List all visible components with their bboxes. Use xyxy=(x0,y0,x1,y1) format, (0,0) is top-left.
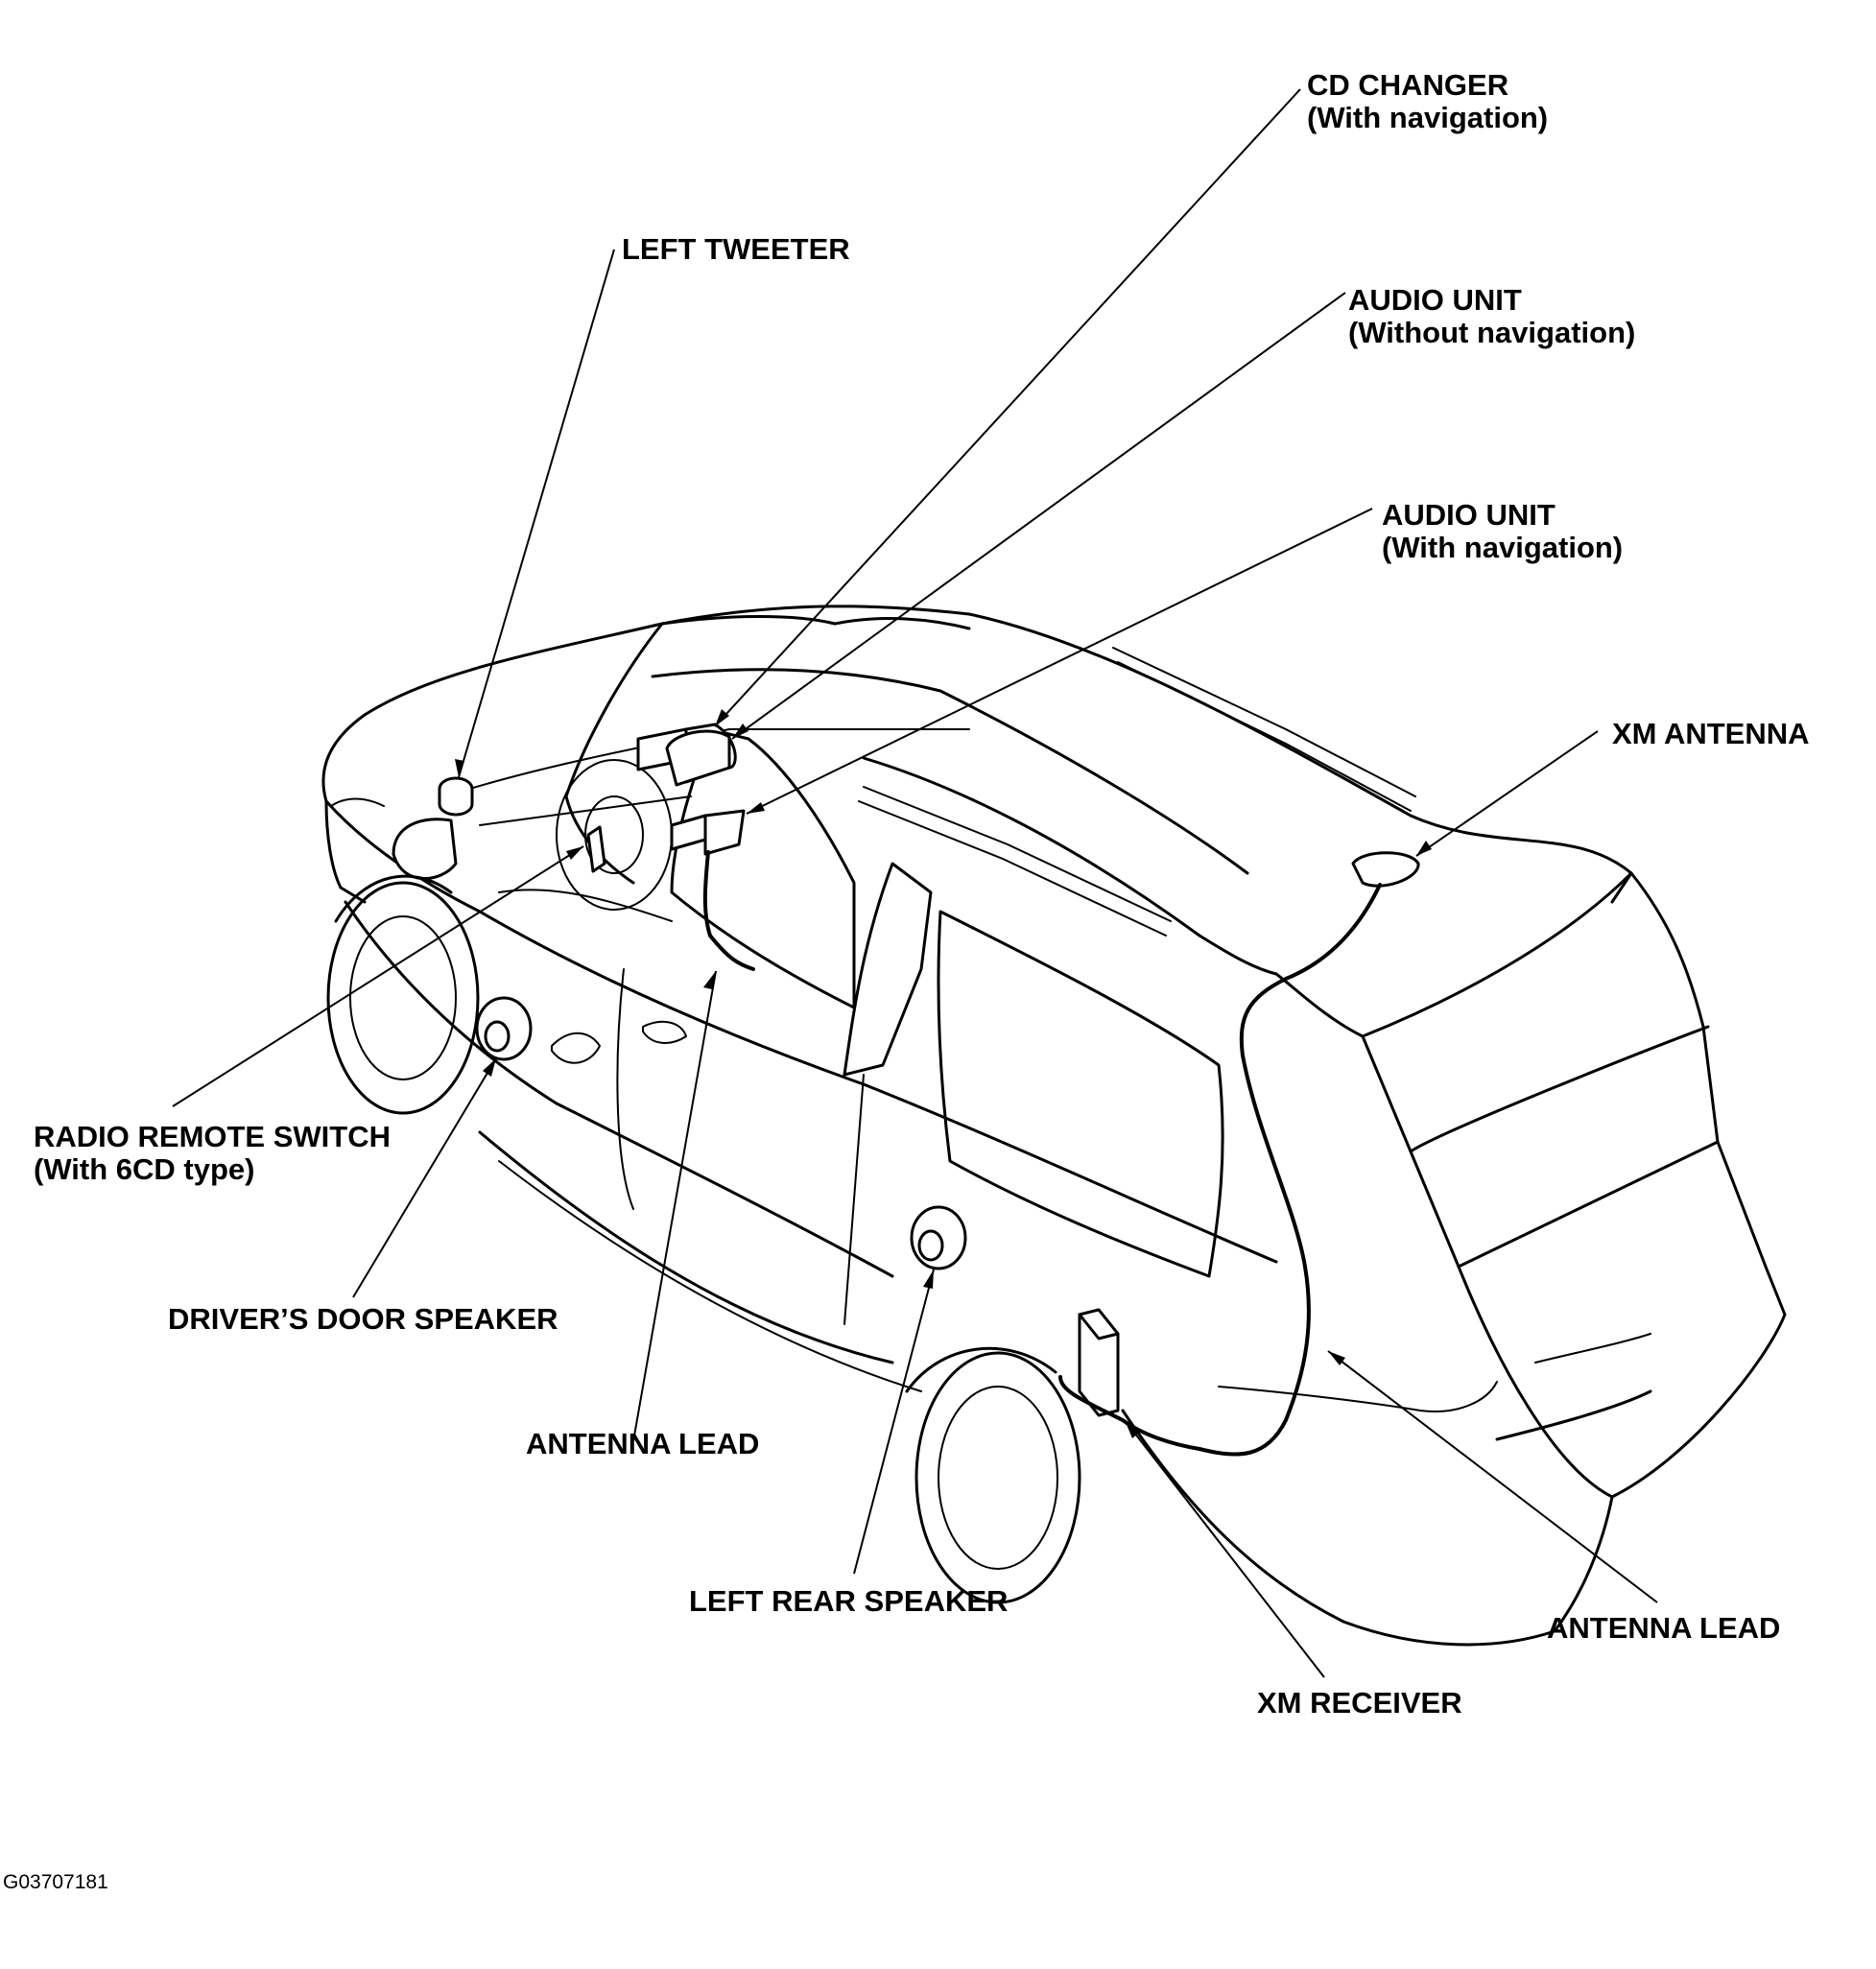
audio-unit-without-navigation-label: AUDIO UNIT (Without navigation) xyxy=(1348,284,1635,349)
audio-unit-without-navigation-part xyxy=(665,729,731,787)
minivan-outline xyxy=(321,605,1787,1647)
xm-antenna-title: XM ANTENNA xyxy=(1612,717,1810,750)
left-tweeter-label: LEFT TWEETER xyxy=(622,233,850,266)
audio-unit-with-navigation-label: AUDIO UNIT (With navigation) xyxy=(1382,499,1623,564)
radio-remote-switch-note: (With 6CD type) xyxy=(34,1152,255,1186)
drivers-door-speaker-part xyxy=(475,996,533,1061)
left-tweeter-part xyxy=(438,776,474,817)
antenna-lead-front-label: ANTENNA LEAD xyxy=(526,1428,759,1460)
leader-lines xyxy=(172,88,1658,1678)
cd-changer-title: CD CHANGER xyxy=(1307,68,1509,102)
xm-antenna-part xyxy=(1351,851,1420,888)
drivers-door-speaker-title: DRIVER’S DOOR SPEAKER xyxy=(168,1302,558,1336)
audio-unit-with-navigation-title: AUDIO UNIT xyxy=(1382,498,1555,532)
radio-remote-switch-title: RADIO REMOTE SWITCH xyxy=(34,1120,391,1153)
left-tweeter-title: LEFT TWEETER xyxy=(622,232,850,266)
leader-arrowheads xyxy=(455,709,1432,1438)
antenna-lead-rear-label: ANTENNA LEAD xyxy=(1547,1612,1780,1645)
left-rear-speaker-part xyxy=(910,1205,967,1270)
cd-changer-note: (With navigation) xyxy=(1307,101,1549,134)
figure-code: G03707181 xyxy=(3,1871,108,1893)
antenna-lead-front-wire xyxy=(702,850,755,971)
radio-remote-switch-label: RADIO REMOTE SWITCH (With 6CD type) xyxy=(34,1121,391,1186)
audio-unit-without-navigation-note: (Without navigation) xyxy=(1348,316,1636,349)
audio-unit-with-navigation-part xyxy=(670,809,746,856)
left-rear-speaker-label: LEFT REAR SPEAKER xyxy=(689,1585,1008,1618)
drivers-door-speaker-label: DRIVER’S DOOR SPEAKER xyxy=(168,1303,558,1336)
xm-antenna-label: XM ANTENNA xyxy=(1612,718,1810,750)
antenna-lead-rear-title: ANTENNA LEAD xyxy=(1547,1611,1781,1645)
cd-changer-label: CD CHANGER (With navigation) xyxy=(1307,69,1548,134)
radio-remote-switch-part xyxy=(586,825,606,873)
antenna-lead-front-title: ANTENNA LEAD xyxy=(526,1427,760,1460)
audio-unit-without-navigation-title: AUDIO UNIT xyxy=(1348,283,1522,317)
xm-receiver-label: XM RECEIVER xyxy=(1257,1687,1462,1720)
antenna-lead-rear-wire xyxy=(1058,883,1382,1457)
left-rear-speaker-title: LEFT REAR SPEAKER xyxy=(689,1584,1009,1618)
xm-receiver-part xyxy=(1078,1308,1120,1417)
audio-unit-with-navigation-note: (With navigation) xyxy=(1382,531,1624,564)
xm-receiver-title: XM RECEIVER xyxy=(1257,1686,1462,1720)
